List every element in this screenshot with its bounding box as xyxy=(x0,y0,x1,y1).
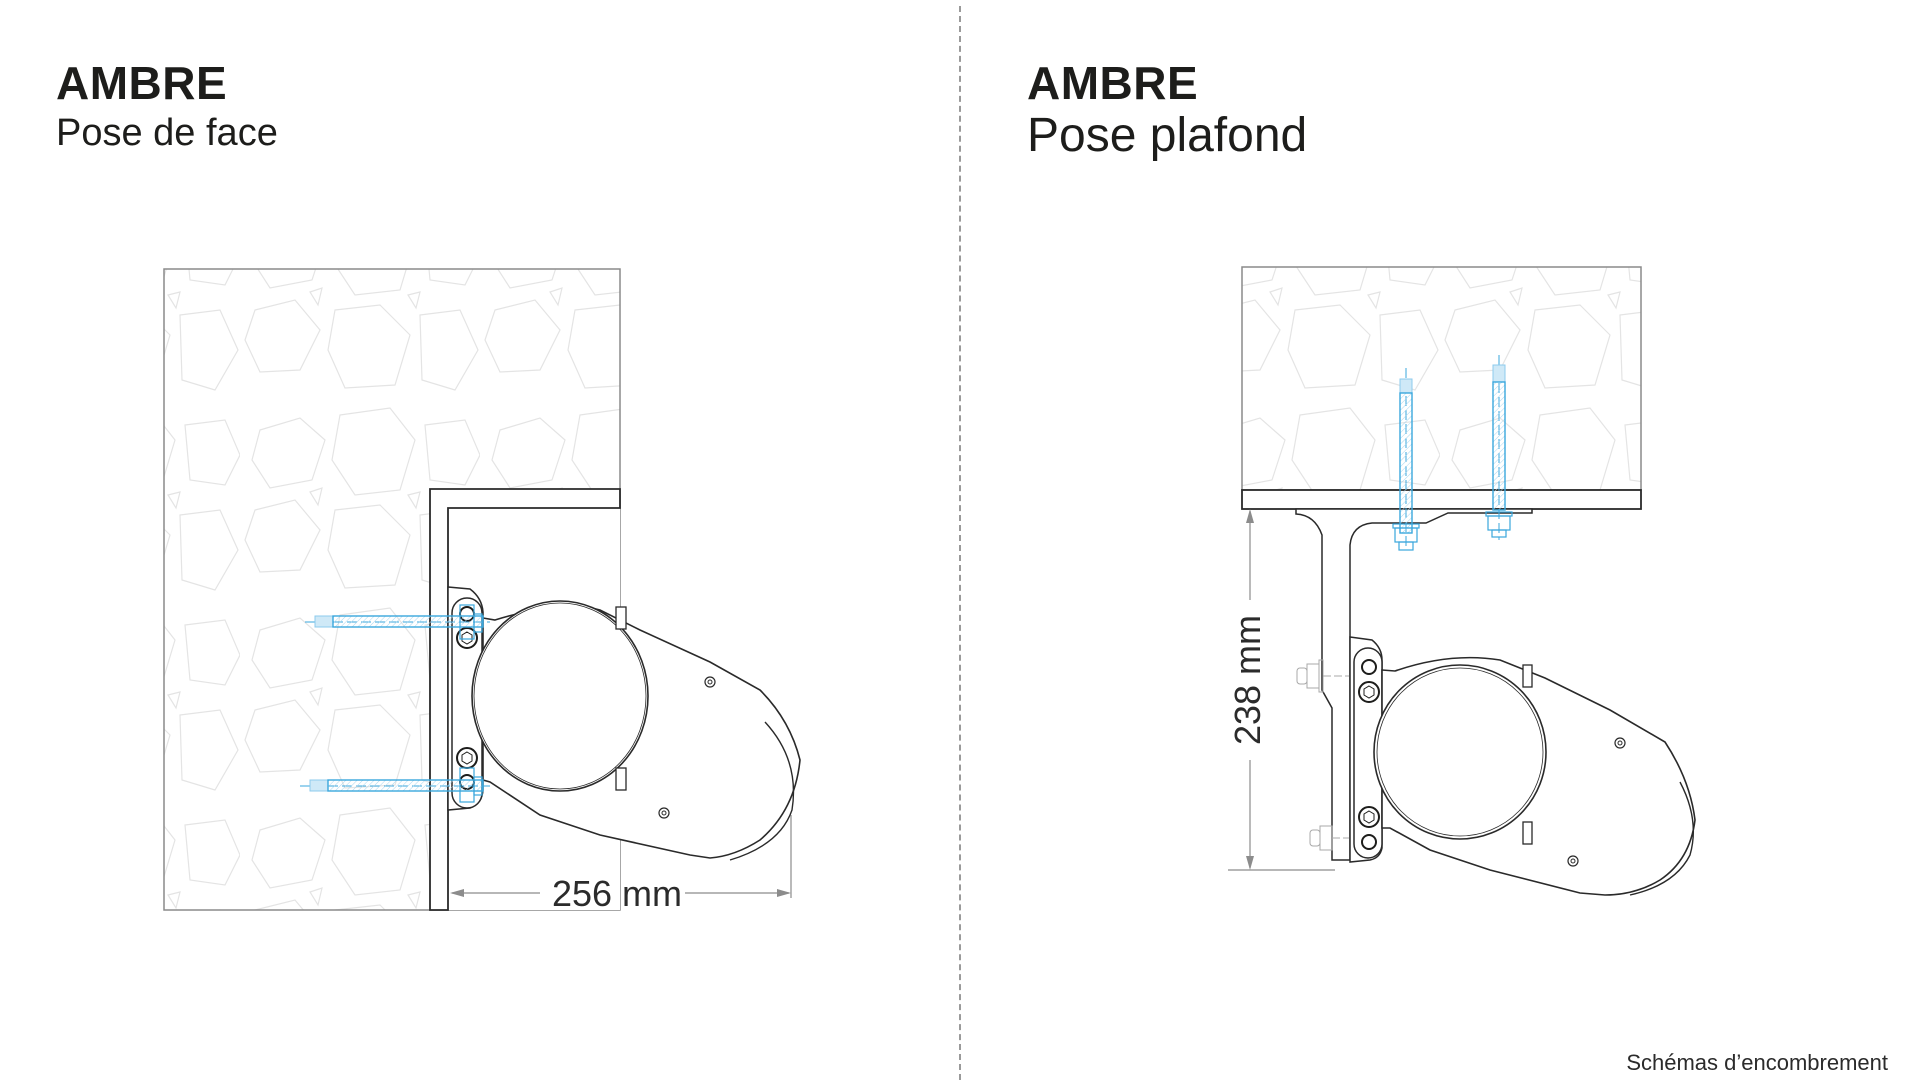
dimension-256mm xyxy=(450,815,792,898)
ceiling-anchor-bolt-left xyxy=(1392,368,1420,551)
wall-mount-drawing xyxy=(163,268,801,911)
footnote-caption: Schémas d’encombrement xyxy=(1626,1050,1888,1075)
dimension-label-256: 256 mm xyxy=(552,873,682,914)
right-panel-subtitle: Pose plafond xyxy=(1027,109,1308,162)
panel-divider xyxy=(959,6,961,1080)
wall-anchor-bolt-lower xyxy=(300,767,490,803)
left-panel-title: AMBRE xyxy=(56,57,228,109)
right-panel-title: AMBRE xyxy=(1027,57,1199,109)
wall-bracket xyxy=(429,488,621,911)
wall-anchor-bolt-upper xyxy=(305,604,490,640)
ceiling-plate xyxy=(1241,489,1642,510)
left-panel-subtitle: Pose de face xyxy=(56,112,278,154)
pivot-disc xyxy=(1373,664,1547,840)
ceiling-block xyxy=(1241,266,1642,491)
pivot-disc xyxy=(471,600,649,792)
ceiling-mount-drawing xyxy=(1228,266,1696,896)
dimension-238mm xyxy=(1228,509,1335,871)
dimension-label-238: 238 mm xyxy=(1227,615,1268,745)
ceiling-anchor-bolt-right xyxy=(1485,355,1513,540)
